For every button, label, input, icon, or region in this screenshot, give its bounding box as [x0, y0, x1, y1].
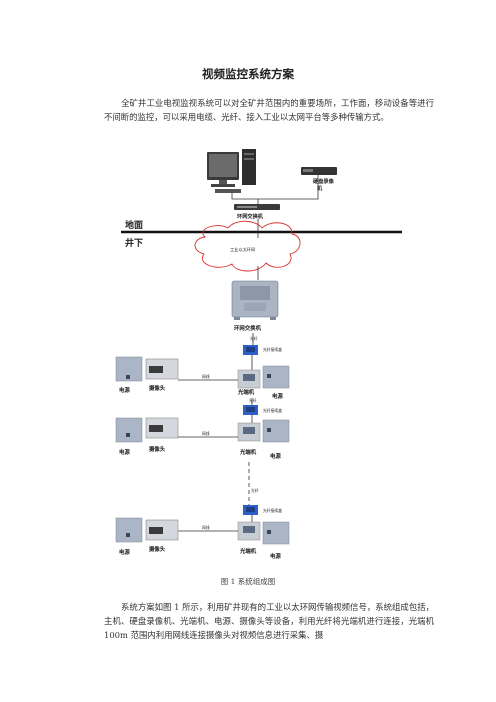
- splice-box-label-3: 光纤接续盒: [263, 508, 282, 513]
- underground-switch-label: 环网交换机: [234, 324, 262, 332]
- power-label-left-1: 电源: [119, 386, 130, 394]
- hdd-recorder-label: 硬盘录像: [313, 177, 335, 185]
- page-title: 视频监控系统方案: [202, 67, 294, 81]
- power-label-right-2: 电源: [270, 452, 281, 460]
- camera-label-2: 摄像头: [149, 445, 166, 453]
- camera-label-3: 摄像头: [149, 545, 166, 553]
- cable-label-2: 网线: [202, 431, 210, 436]
- camera-icon-2: [145, 417, 179, 439]
- figure-caption: 图 1 系统组成图: [220, 577, 276, 586]
- description-paragraph: 系统方案如图 1 所示，利用矿井现有的工业以太环网传输视频信号，系统组成包括，主…: [104, 600, 434, 642]
- camera-icon-3: [145, 519, 179, 541]
- power-label-right-3: 电源: [270, 552, 281, 560]
- power-box-left-2: [115, 417, 143, 443]
- fiber-label-2: 光纤: [249, 398, 257, 403]
- optical-transceiver-3: [237, 521, 261, 541]
- power-box-left-1: [115, 356, 143, 382]
- cable-label-1: 网线: [202, 374, 210, 379]
- description-text: 系统方案如图 1 所示，利用矿井现有的工业以太环网传输视频信号，系统组成包括，主…: [104, 602, 434, 640]
- intro-paragraph: 全矿井工业电视监视系统可以对全矿井范围内的重要场所，工作面，移动设备等进行不间断…: [104, 96, 434, 124]
- splice-box-label-1: 光纤接续盒: [263, 347, 282, 352]
- splice-box-3: [243, 505, 258, 515]
- power-box-right-1: [262, 365, 290, 389]
- camera-icon-1: [145, 358, 179, 380]
- power-label-right-1: 电源: [272, 392, 283, 400]
- splice-box-label-2: 光纤接续盒: [263, 408, 282, 413]
- camera-label-1: 摄像头: [149, 384, 166, 392]
- underground-switch-icon: [231, 280, 279, 320]
- hdd-recorder-label-2: 机: [317, 184, 323, 192]
- hdd-recorder-icon: [301, 167, 337, 175]
- ground-label: 地面: [125, 219, 143, 231]
- power-box-left-3: [115, 517, 143, 543]
- surface-switch-icon: [234, 204, 280, 210]
- optical-transceiver-label-3: 光端机: [239, 547, 257, 555]
- computer-icon: [207, 149, 256, 193]
- ethernet-label: 工业以太环网: [230, 246, 255, 253]
- underground-label: 井下: [125, 237, 143, 249]
- intro-text: 全矿井工业电视监视系统可以对全矿井范围内的重要场所，工作面，移动设备等进行不间断…: [104, 98, 434, 122]
- indent: [104, 602, 121, 612]
- power-box-right-3: [262, 521, 290, 545]
- ethernet-cloud: [194, 220, 301, 272]
- fiber-label-1: 光纤: [250, 336, 258, 341]
- cable-label-3: 网线: [202, 525, 210, 530]
- optical-transceiver-2: [237, 422, 261, 442]
- power-label-left-3: 电源: [119, 548, 130, 556]
- fiber-label-3: 光纤: [251, 488, 259, 493]
- splice-box-1: [243, 345, 258, 355]
- splice-box-2: [243, 405, 258, 415]
- optical-transceiver-label-2: 光端机: [239, 448, 257, 456]
- power-box-right-2: [262, 419, 290, 443]
- optical-transceiver-label-1: 光端机: [237, 388, 255, 396]
- power-label-left-2: 电源: [119, 448, 130, 456]
- optical-transceiver-1: [237, 369, 261, 389]
- surface-switch-label: 环网交换机: [237, 212, 264, 220]
